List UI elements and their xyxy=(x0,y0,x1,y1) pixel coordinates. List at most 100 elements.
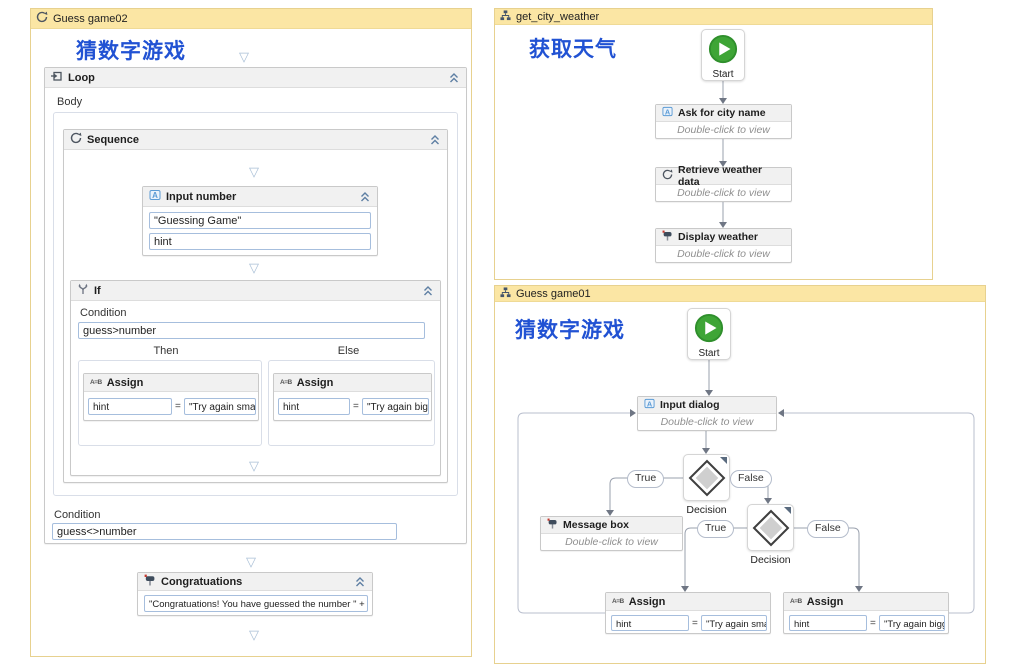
double-click-hint[interactable]: Double-click to view xyxy=(660,416,754,428)
display-weather-activity[interactable]: Display weather Double-click to view xyxy=(655,228,792,263)
assign-header[interactable]: A=B Assign xyxy=(84,374,258,392)
double-click-hint[interactable]: Double-click to view xyxy=(677,248,770,260)
assign-value-field[interactable]: "Try again smaller! xyxy=(701,615,767,631)
input-dialog-icon: A xyxy=(149,189,161,204)
start-label: Start xyxy=(712,69,734,80)
message-box-header[interactable]: Message box xyxy=(541,517,682,534)
input-number-header[interactable]: A Input number xyxy=(143,187,377,207)
assign-value-field[interactable]: "Try again bigger!" xyxy=(879,615,945,631)
loop-header[interactable]: Loop xyxy=(45,68,466,88)
assign-header[interactable]: A=B Assign xyxy=(784,593,948,611)
double-click-hint[interactable]: Double-click to view xyxy=(565,536,658,548)
corner-fold-icon xyxy=(720,457,727,464)
panel-titlebar[interactable]: Guess game01 xyxy=(495,286,985,302)
double-click-hint[interactable]: Double-click to view xyxy=(677,187,770,199)
retrieve-weather-header[interactable]: Retrieve weather data xyxy=(656,164,791,188)
message-box-label: Message box xyxy=(563,519,629,531)
assign-to-field[interactable]: hint xyxy=(789,615,867,631)
assign-activity-bigger[interactable]: A=B Assign hint = "Try again bigger!" xyxy=(783,592,949,634)
panel-titlebar[interactable]: Guess game02 xyxy=(31,9,471,29)
assign-header[interactable]: A=B Assign xyxy=(274,374,431,392)
drop-indicator: ▽ xyxy=(246,555,256,570)
input-dialog-icon: A xyxy=(662,106,673,120)
decision-label: Decision xyxy=(686,504,727,516)
workflow-heading: 猜数字游戏 xyxy=(76,40,186,63)
assign-label: Assign xyxy=(806,595,844,608)
assign-icon: A=B xyxy=(90,379,102,386)
panel-title: get_city_weather xyxy=(516,10,600,23)
assign-icon: A=B xyxy=(280,379,292,386)
if-activity[interactable]: If Condition guess>number Then Else A=B xyxy=(70,280,441,476)
loop-icon xyxy=(51,70,63,85)
flowchart-icon xyxy=(500,286,511,301)
message-box-icon xyxy=(662,230,673,244)
else-label: Else xyxy=(337,345,360,357)
ask-city-header[interactable]: A Ask for city name xyxy=(656,105,791,122)
flowchart-icon xyxy=(500,9,511,24)
else-container: A=B Assign hint = "Try again bigger!" xyxy=(268,360,435,446)
if-header[interactable]: If xyxy=(71,281,440,301)
assign-value-field[interactable]: "Try again bigger!" xyxy=(362,398,429,415)
start-node[interactable]: Start xyxy=(701,29,745,81)
double-click-hint[interactable]: Double-click to view xyxy=(677,124,770,136)
assign-header[interactable]: A=B Assign xyxy=(606,593,770,611)
input-dialog-icon: A xyxy=(644,398,655,412)
assign-equals: = xyxy=(175,401,181,412)
display-weather-header[interactable]: Display weather xyxy=(656,229,791,246)
start-icon xyxy=(694,313,724,347)
assign-activity-smaller[interactable]: A=B Assign hint = "Try again smaller! xyxy=(605,592,771,634)
input-dialog-label: Input dialog xyxy=(660,399,720,411)
loop-activity[interactable]: Loop Body Sequence ▽ A xyxy=(44,67,467,544)
decision-diamond-icon xyxy=(688,459,726,497)
sequence-header[interactable]: Sequence xyxy=(64,130,447,150)
collapse-chevron-icon[interactable] xyxy=(422,285,434,296)
collapse-chevron-icon[interactable] xyxy=(429,134,441,145)
assign-value-field[interactable]: "Try again smaller! xyxy=(184,398,256,415)
assign-label: Assign xyxy=(296,376,334,389)
decision-node-2[interactable] xyxy=(747,504,794,551)
assign-to-field[interactable]: hint xyxy=(88,398,172,415)
panel-titlebar[interactable]: get_city_weather xyxy=(495,9,932,25)
svg-text:A: A xyxy=(152,191,158,200)
assign-to-field[interactable]: hint xyxy=(278,398,350,415)
decision-node-1[interactable] xyxy=(683,454,730,501)
if-label: If xyxy=(94,284,101,297)
ask-city-activity[interactable]: A Ask for city name Double-click to view xyxy=(655,104,792,139)
sequence-icon xyxy=(662,169,673,183)
loop-condition-label: Condition xyxy=(54,509,101,521)
workflow-heading: 获取天气 xyxy=(529,38,617,61)
workflow-heading: 猜数字游戏 xyxy=(515,319,625,342)
assign-label: Assign xyxy=(628,595,666,608)
corner-fold-icon xyxy=(784,507,791,514)
collapse-chevron-icon[interactable] xyxy=(448,72,460,83)
input-dialog-activity[interactable]: A Input dialog Double-click to view xyxy=(637,396,777,431)
input-dialog-header[interactable]: A Input dialog xyxy=(638,397,776,414)
then-label: Then xyxy=(153,345,179,357)
drop-indicator: ▽ xyxy=(249,628,259,643)
sequence-activity[interactable]: Sequence ▽ A Input number "Guessing Game… xyxy=(63,129,448,483)
svg-text:A: A xyxy=(647,399,653,408)
assign-to-field[interactable]: hint xyxy=(611,615,689,631)
then-container: A=B Assign hint = "Try again smaller! xyxy=(78,360,262,446)
input-number-hint-field[interactable]: hint xyxy=(149,233,371,250)
retrieve-weather-activity[interactable]: Retrieve weather data Double-click to vi… xyxy=(655,164,792,202)
if-condition-field[interactable]: guess>number xyxy=(78,322,425,339)
collapse-chevron-icon[interactable] xyxy=(359,191,371,202)
assign-activity-else[interactable]: A=B Assign hint = "Try again bigger!" xyxy=(273,373,432,421)
congratulations-header[interactable]: Congratuations xyxy=(138,573,372,591)
loop-condition-field[interactable]: guess<>number xyxy=(52,523,397,540)
congratulations-activity[interactable]: Congratuations "Congratuations! You have… xyxy=(137,572,373,616)
start-node[interactable]: Start xyxy=(687,308,731,360)
input-number-title-field[interactable]: "Guessing Game" xyxy=(149,212,371,229)
message-box-icon xyxy=(547,518,558,532)
collapse-chevron-icon[interactable] xyxy=(354,576,366,587)
drop-indicator: ▽ xyxy=(249,165,259,180)
assign-activity-then[interactable]: A=B Assign hint = "Try again smaller! xyxy=(83,373,259,421)
message-box-activity[interactable]: Message box Double-click to view xyxy=(540,516,683,551)
start-icon xyxy=(708,34,738,68)
congratulations-message-field[interactable]: "Congratuations! You have guessed the nu… xyxy=(144,595,368,612)
branch-true-pill: True xyxy=(697,520,735,538)
input-number-activity[interactable]: A Input number "Guessing Game" hint xyxy=(142,186,378,256)
congratulations-label: Congratuations xyxy=(161,575,243,588)
